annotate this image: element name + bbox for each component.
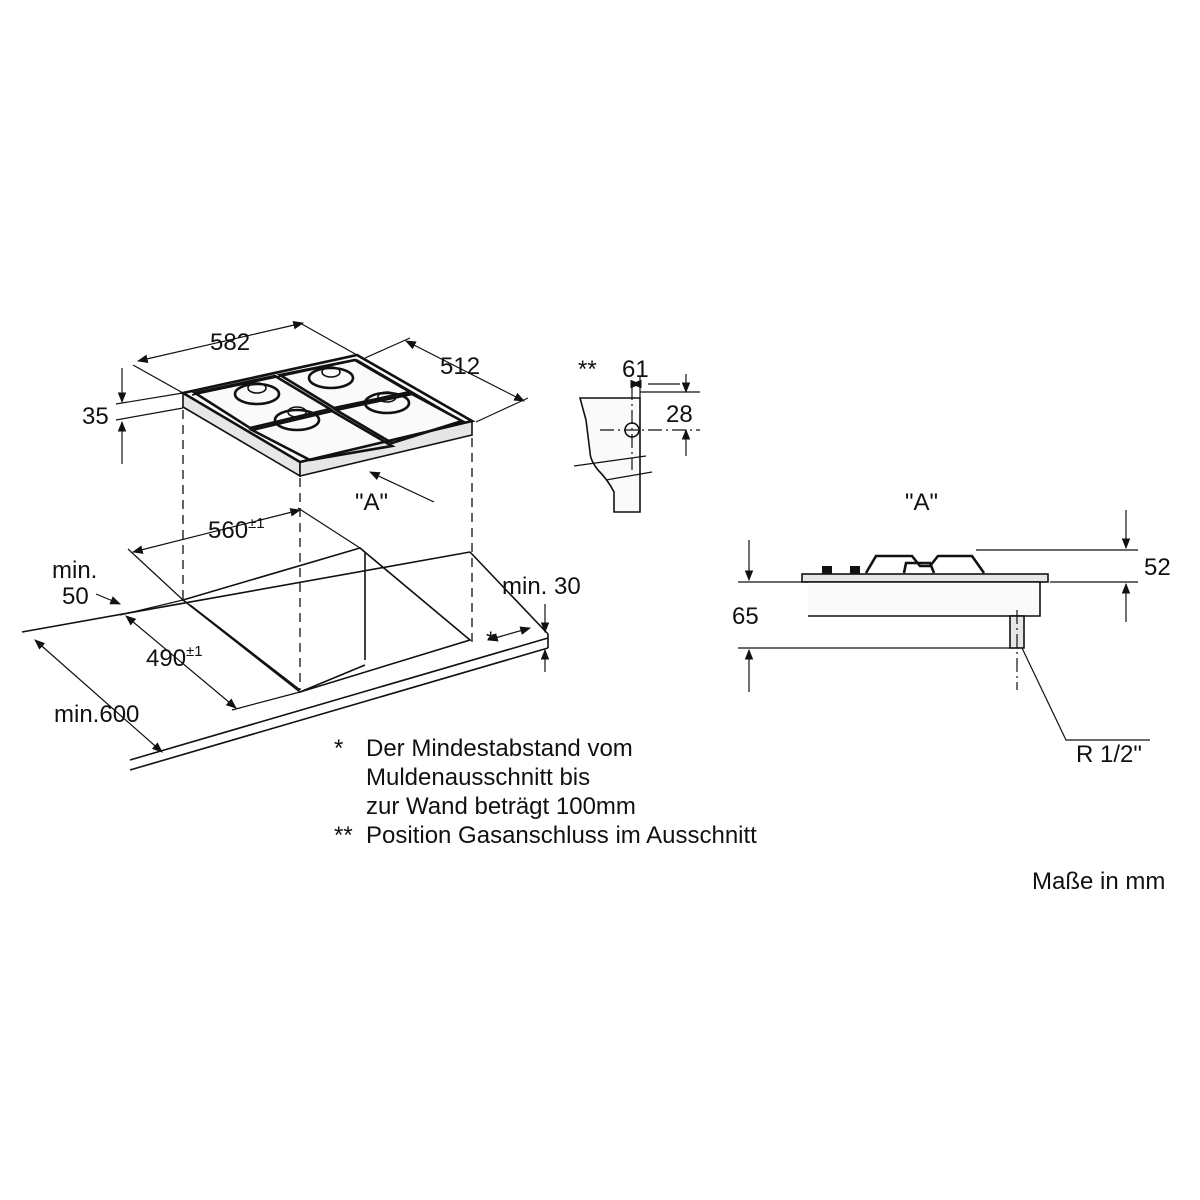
view-a-marker: "A": [355, 489, 388, 516]
note-2-line-1: Position Gasanschluss im Ausschnitt: [366, 822, 757, 849]
gas-dim-height: 28: [666, 401, 693, 428]
side-dim-top: 52: [1144, 554, 1171, 581]
cooktop-illustration: [179, 353, 476, 478]
cutout-width-value: 560: [208, 517, 248, 544]
note-1-line-1: Der Mindestabstand vom: [366, 735, 633, 762]
cutout-depth-value: 490: [146, 645, 186, 672]
gas-dim-width: 61: [622, 356, 649, 383]
dim-min-side-line1: min.: [52, 557, 97, 584]
units-note: Maße in mm: [1032, 868, 1165, 895]
footnotes: * Der Mindestabstand vom Muldenausschnit…: [334, 735, 757, 849]
side-view-illustration: [738, 510, 1150, 741]
cutout-depth-tol: ±1: [186, 643, 203, 660]
dim-min-back: min. 30: [502, 573, 581, 600]
dim-min-side-line2: 50: [62, 583, 89, 610]
note-2-mark: **: [334, 822, 353, 849]
note-1-line-2: Muldenausschnitt bis: [366, 764, 590, 791]
note-1-mark: *: [334, 735, 343, 762]
cutout-width-tol: ±1: [248, 515, 265, 532]
dim-depth: 512: [440, 353, 480, 380]
side-view-title: "A": [905, 489, 938, 516]
dimension-lines: [34, 320, 550, 753]
gas-detail-marker: **: [578, 356, 597, 383]
note-1-line-3: zur Wand beträgt 100mm: [366, 793, 636, 820]
gas-connection-detail: [573, 374, 700, 513]
worktop: [21, 547, 549, 771]
side-dim-body: 65: [732, 603, 759, 630]
dim-cutout-width: 560±1: [208, 515, 265, 544]
dim-width: 582: [210, 329, 250, 356]
dim-min-worktop: min.600: [54, 701, 139, 728]
wall-footnote-marker: *: [486, 627, 495, 654]
side-thread-label: R 1/2": [1076, 741, 1142, 768]
dim-height: 35: [82, 403, 109, 430]
dim-cutout-depth: 490±1: [146, 643, 203, 672]
